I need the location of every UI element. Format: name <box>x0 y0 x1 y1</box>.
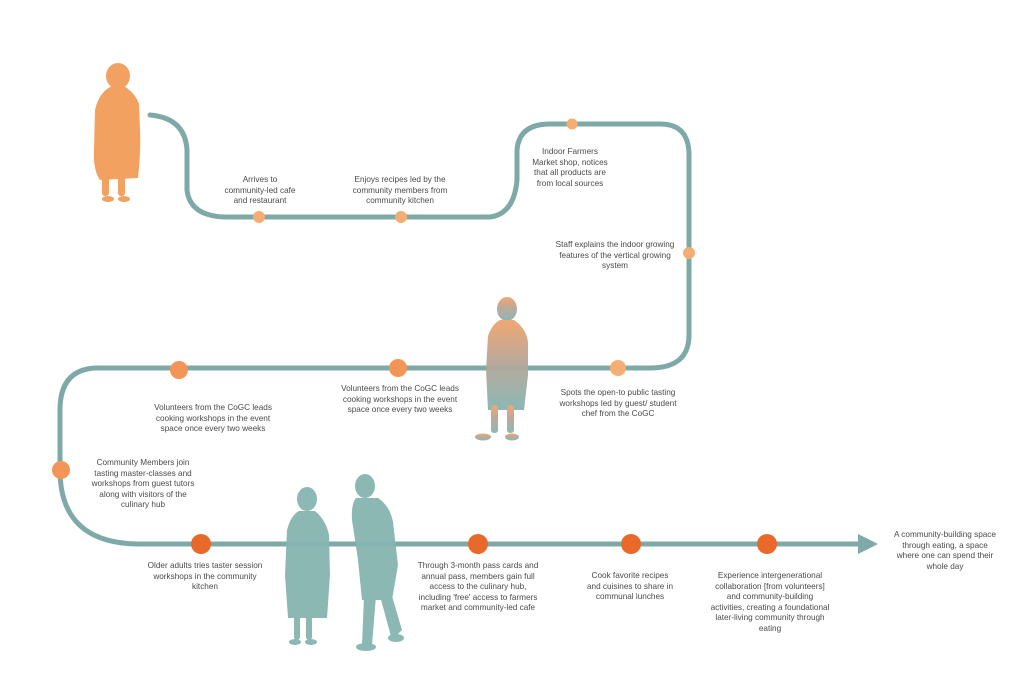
teal-man-figure <box>351 474 404 651</box>
step-1-dot <box>253 211 265 223</box>
teal-woman-figure <box>475 297 528 441</box>
step-7-label: Volunteers from the CoGC leads cooking w… <box>154 403 272 433</box>
step-6-dot <box>389 359 407 377</box>
step-12-dot <box>757 534 777 554</box>
journey-path <box>57 112 863 547</box>
step-4-label: Staff explains the indoor growing featur… <box>555 240 675 270</box>
step-3-label: Indoor Farmers Market shop, notices that… <box>532 147 608 188</box>
step-3-dot <box>566 118 578 130</box>
end-label: A community-building space through eatin… <box>894 530 996 571</box>
step-2-dot <box>395 211 407 223</box>
step-11-dot <box>621 534 641 554</box>
step-8-label: Community Members join tasting master-cl… <box>91 458 195 509</box>
step-4-dot <box>683 247 695 259</box>
step-11-label: Cook favorite recipes and cuisines to sh… <box>586 571 674 601</box>
step-5-dot <box>610 360 626 376</box>
step-5-label: Spots the open-to public tasting worksho… <box>559 388 677 418</box>
step-9-label: Older adults tries taster session worksh… <box>147 561 263 591</box>
step-10-label: Through 3-month pass cards and annual pa… <box>417 561 539 612</box>
step-2-label: Enjoys recipes led by the community memb… <box>352 175 448 205</box>
step-9-dot <box>191 534 211 554</box>
step-6-label: Volunteers from the CoGC leads cooking w… <box>341 384 459 414</box>
step-1-label: Arrives to community-led cafe and restau… <box>224 175 296 205</box>
arrow-head-icon <box>858 534 878 554</box>
orange-woman-figure <box>93 63 141 202</box>
step-7-dot <box>170 361 188 379</box>
step-10-dot <box>468 534 488 554</box>
step-8-dot <box>52 461 70 479</box>
step-12-label: Experience intergenerational collaborati… <box>710 571 830 633</box>
teal-older-woman-figure <box>285 487 330 645</box>
